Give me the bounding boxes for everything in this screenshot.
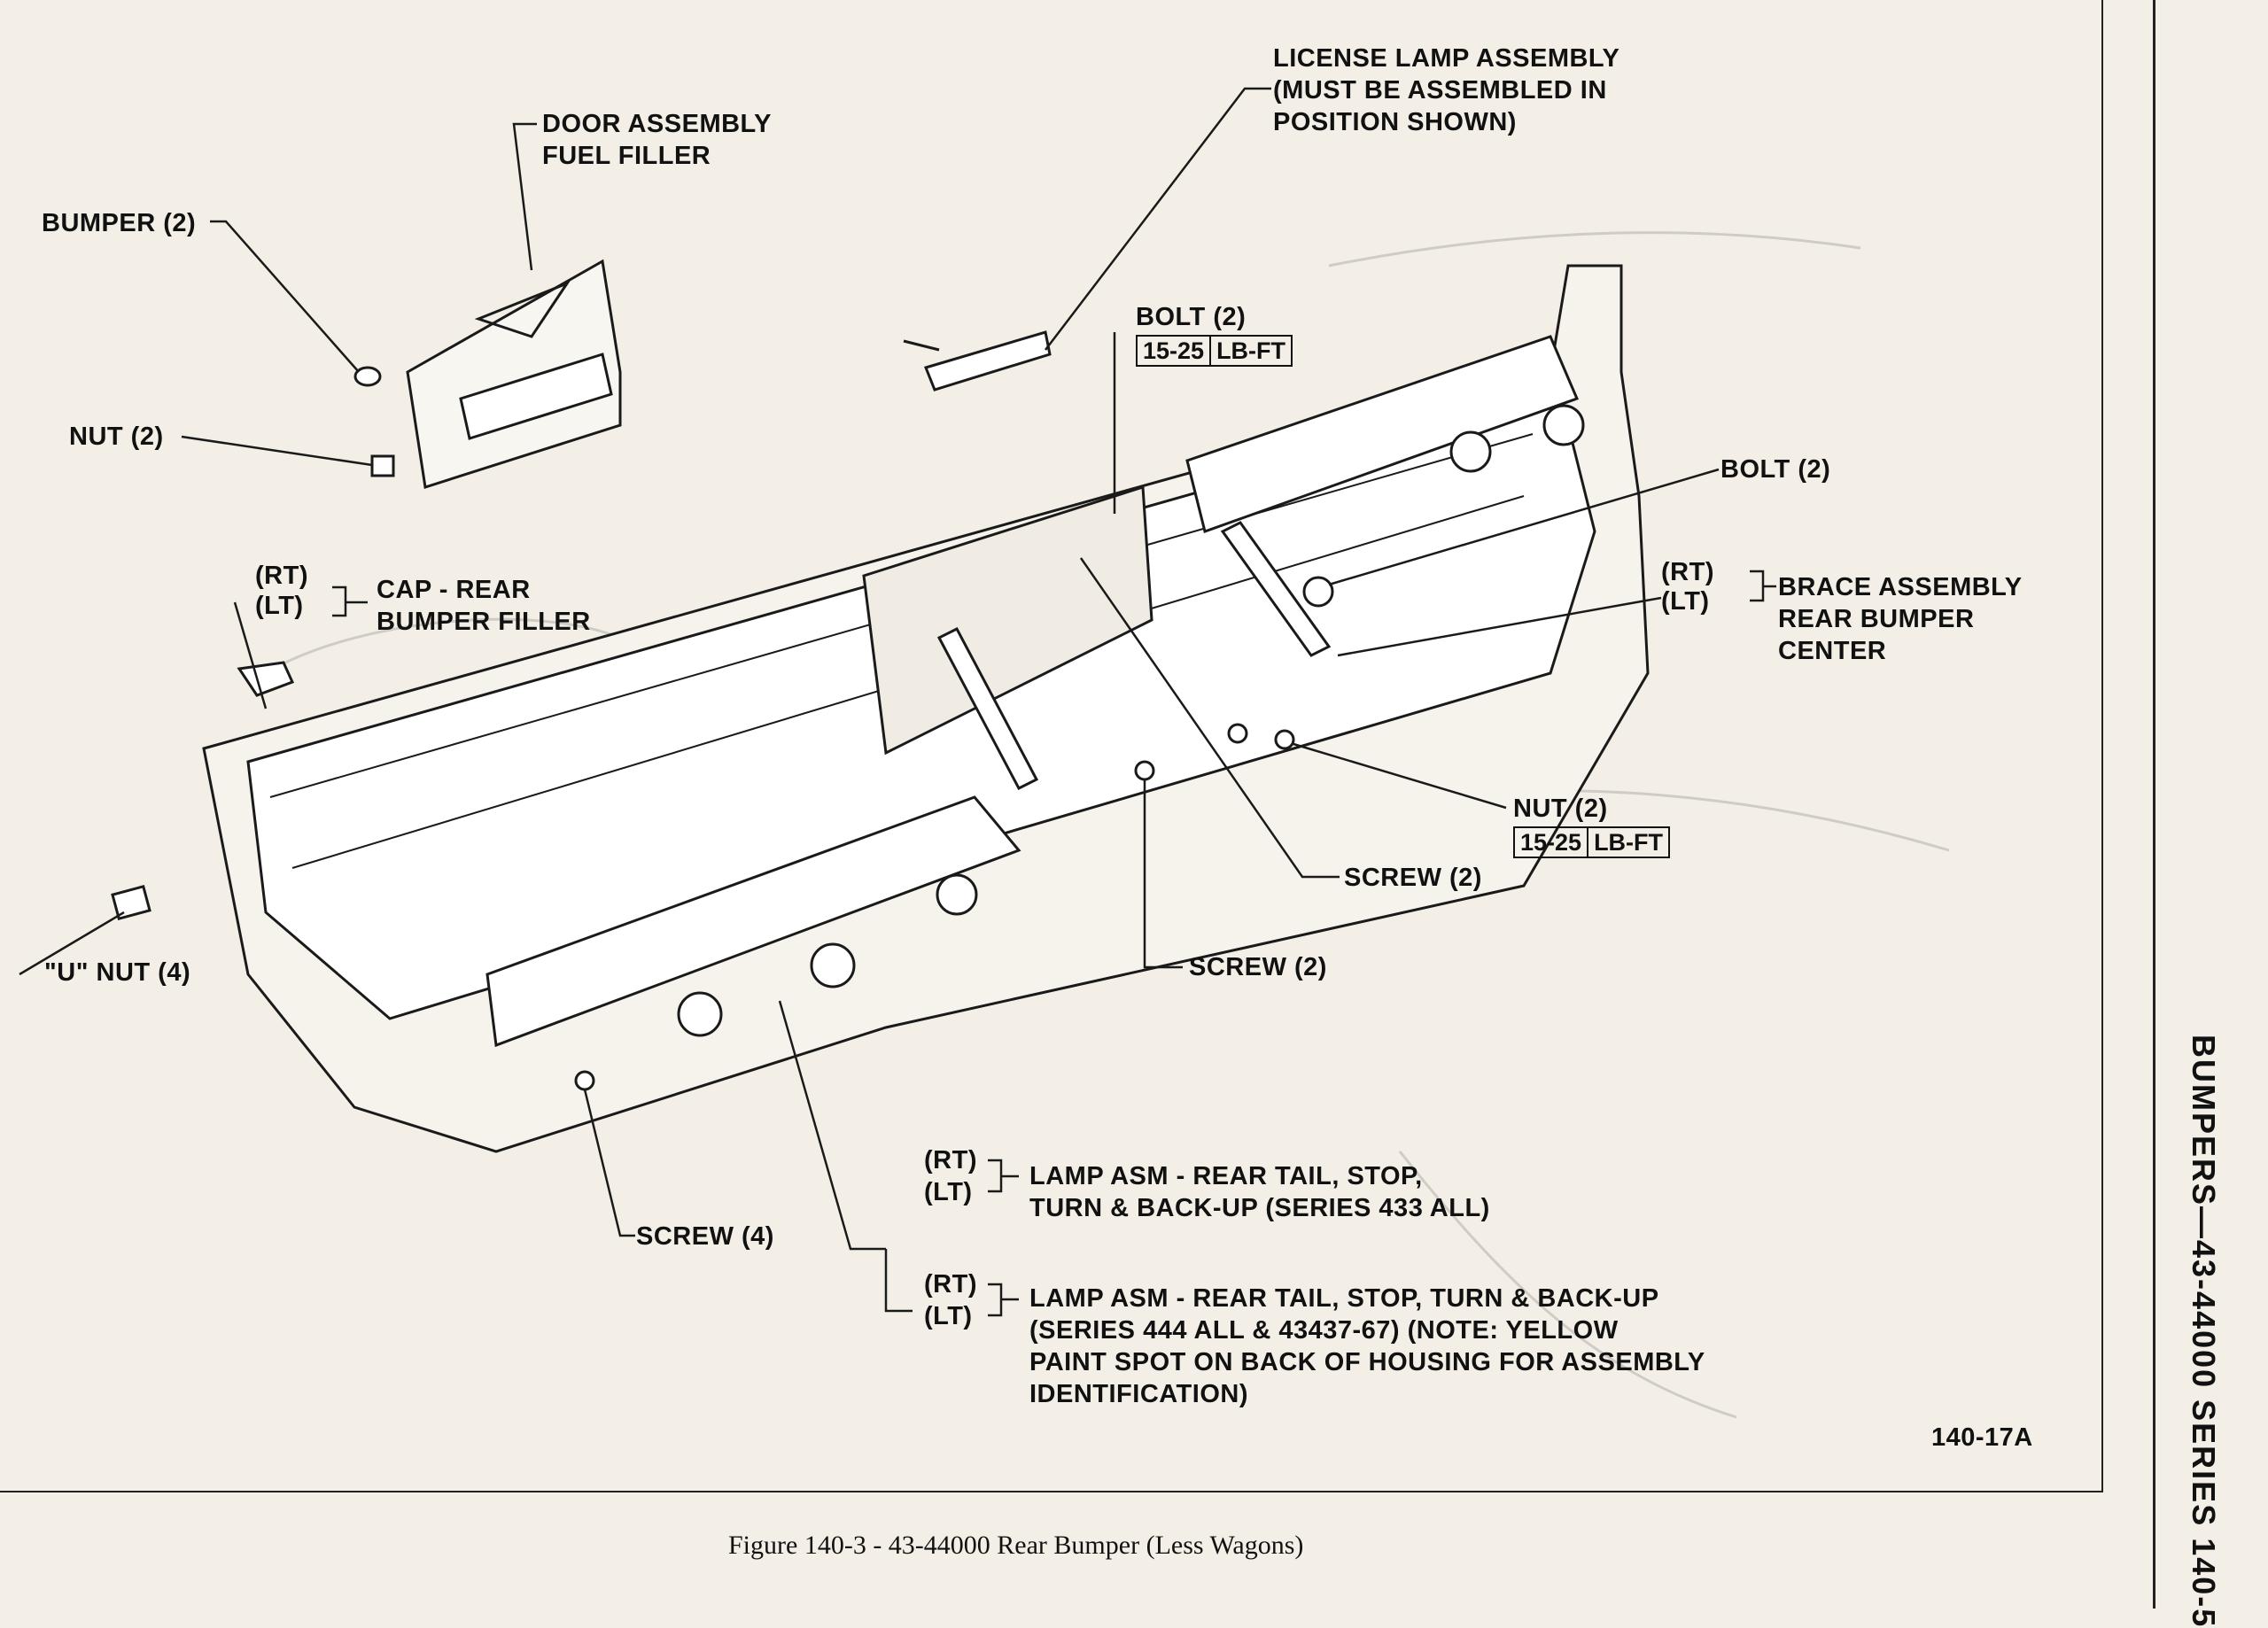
cap-lt-label: (LT)	[255, 592, 304, 620]
cap-rear-bumper-filler-label: CAP - REAR BUMPER FILLER	[377, 576, 591, 636]
page-side-header: BUMPERS—43-44000 SERIES 140-5	[2186, 1035, 2222, 1628]
bumper-label: BUMPER (2)	[42, 209, 197, 237]
lamp-433-label: LAMP ASM - REAR TAIL, STOP, TURN & BACK-…	[1029, 1162, 1490, 1222]
license-lamp-label: LICENSE LAMP ASSEMBLY (MUST BE ASSEMBLED…	[1273, 44, 1620, 136]
brace-assembly	[936, 521, 1332, 790]
screw-left-label: SCREW (4)	[636, 1222, 774, 1251]
bolt-upper-label: BOLT (2)	[1136, 303, 1247, 331]
nut-upper-label: NUT (2)	[69, 423, 164, 451]
cap-part	[237, 661, 295, 697]
screw-lower-label: SCREW (2)	[1189, 953, 1327, 981]
u-nut-label: "U" NUT (4)	[44, 958, 191, 987]
lamp-433-lt-label: (LT)	[924, 1178, 973, 1206]
nut-lower-label: NUT (2)	[1513, 795, 1608, 823]
lamp-433-rt-label: (RT)	[924, 1146, 977, 1174]
bolt-right-label: BOLT (2)	[1720, 455, 1831, 484]
lamp-444-lt-label: (LT)	[924, 1302, 973, 1330]
frame-right-border	[2101, 0, 2103, 1492]
brace-lt-label: (LT)	[1661, 587, 1710, 616]
frame-bottom-border	[0, 1491, 2103, 1492]
u-nut-part	[111, 884, 151, 921]
rubber-bumper-part	[353, 366, 382, 387]
door-assembly-label: DOOR ASSEMBLY FUEL FILLER	[542, 110, 772, 170]
license-lamp-recess	[862, 485, 1153, 756]
screw-left-part	[574, 1070, 595, 1091]
screw-mid-label: SCREW (2)	[1344, 864, 1482, 892]
frame-gutter-line	[2153, 0, 2155, 1609]
screw-lower-part	[1134, 760, 1155, 781]
cap-rt-label: (RT)	[255, 562, 308, 590]
license-lamp	[903, 330, 1052, 391]
left-tail-lamp	[485, 795, 1021, 1048]
screw-part	[1227, 723, 1248, 744]
figure-caption: Figure 140-3 - 43-44000 Rear Bumper (Les…	[728, 1531, 1304, 1560]
leader-lines	[19, 87, 1776, 1317]
brace-rt-label: (RT)	[1661, 558, 1714, 586]
figure-number: 140-17A	[1931, 1423, 2033, 1452]
brace-assembly-label: BRACE ASSEMBLY REAR BUMPER CENTER	[1778, 573, 2023, 665]
nut-lower-part	[1274, 729, 1295, 750]
lamp-444-label: LAMP ASM - REAR TAIL, STOP, TURN & BACK-…	[1029, 1284, 1705, 1408]
lamp-444-rt-label: (RT)	[924, 1270, 977, 1299]
nut-part	[370, 454, 395, 477]
bolt-part	[1302, 576, 1334, 608]
fuel-filler-door	[406, 259, 622, 489]
right-tail-lamp	[1185, 335, 1585, 533]
